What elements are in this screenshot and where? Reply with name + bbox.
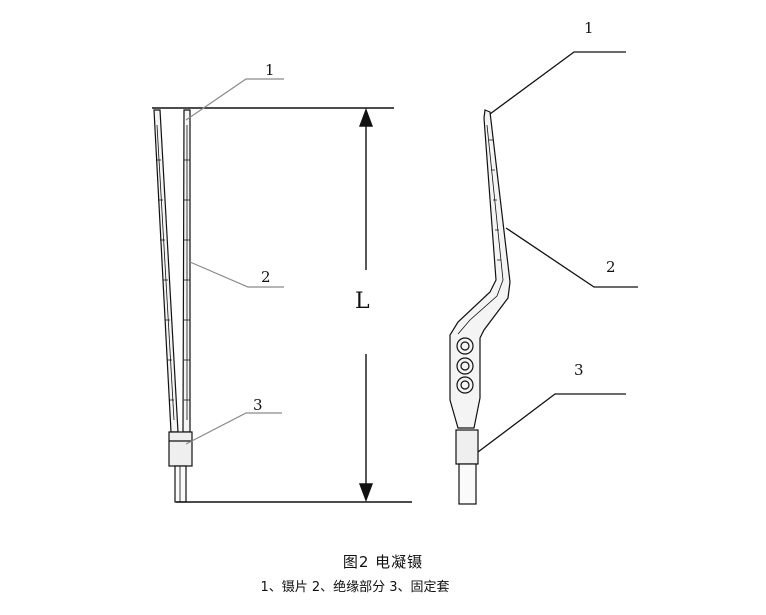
right-leader-3 [477, 393, 626, 453]
arrow-down-icon [358, 483, 374, 502]
right-label-1: 1 [584, 19, 594, 37]
left-tail [174, 465, 187, 503]
left-forceps [153, 109, 193, 503]
figure-title: 图2 电凝镊 [342, 553, 424, 571]
right-blade [449, 109, 511, 429]
right-tail [458, 463, 477, 505]
length-label: L [355, 289, 370, 314]
left-leader-2 [189, 261, 284, 288]
left-label-1: 1 [265, 61, 275, 79]
arrow-up-icon [358, 108, 374, 127]
left-label-2: 2 [261, 268, 271, 286]
right-leader-1 [489, 51, 626, 115]
right-fixing-sleeve [455, 429, 479, 465]
left-leader-1 [185, 78, 284, 121]
right-leader-2 [505, 227, 638, 288]
right-forceps [449, 109, 511, 505]
left-blade-a [153, 109, 179, 433]
left-leader-3 [185, 412, 282, 445]
dimension-l [152, 107, 412, 503]
right-label-3: 3 [574, 361, 584, 379]
left-label-3: 3 [253, 396, 263, 414]
left-blade-b [182, 109, 191, 433]
figure-legend: 1、镊片 2、绝缘部分 3、固定套 [260, 580, 450, 595]
right-label-2: 2 [606, 258, 616, 276]
right-holes [456, 337, 474, 394]
left-fixing-sleeve [168, 431, 193, 467]
